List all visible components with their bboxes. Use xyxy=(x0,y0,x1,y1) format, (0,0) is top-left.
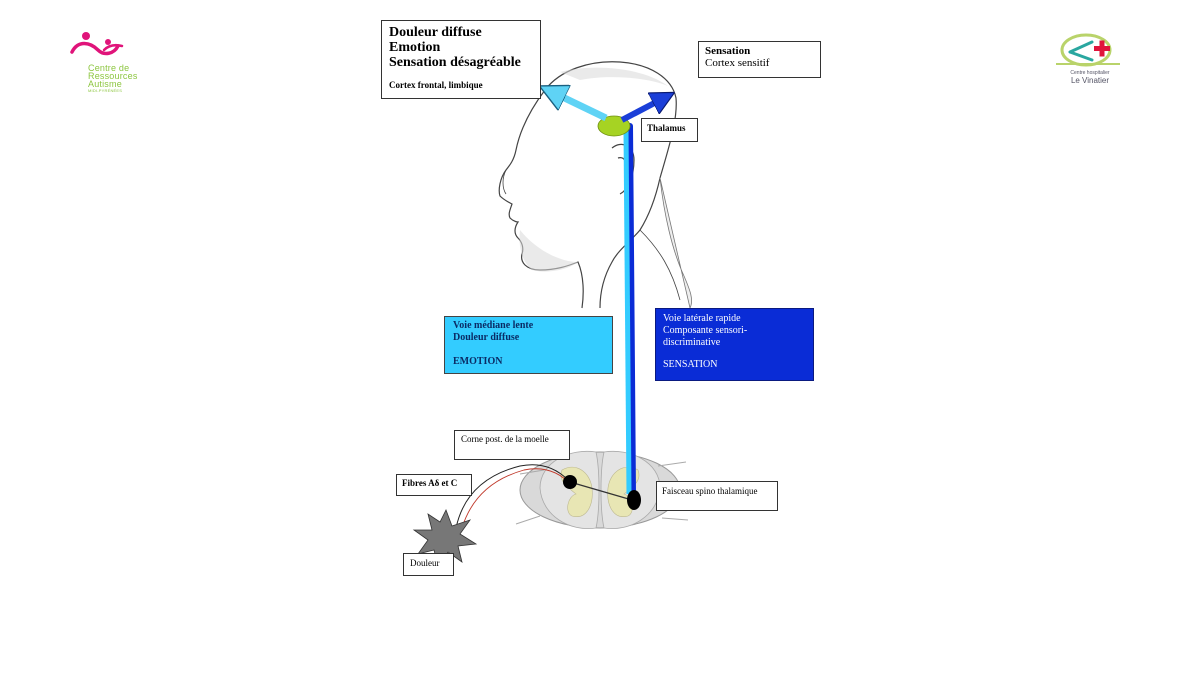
afferent-fiber-black xyxy=(455,464,569,529)
lateral-line1: Voie latérale rapide xyxy=(663,313,741,324)
label-thalamus: Thalamus xyxy=(641,118,698,142)
medial-line3: EMOTION xyxy=(453,356,503,367)
label-medial-pathway: Voie médiane lente Douleur diffuse EMOTI… xyxy=(444,316,613,374)
logo-vinatier: Centre hospitalier Le Vinatier xyxy=(1052,30,1132,90)
douleur-text: Douleur xyxy=(410,558,440,568)
thalamus-shape xyxy=(597,115,631,137)
logo-cra-line3: Autisme xyxy=(88,79,122,89)
spinothalamic-neuron xyxy=(627,490,641,510)
arrow-to-frontal-cortex xyxy=(552,92,608,122)
frontal-line2: Emotion xyxy=(389,40,441,55)
label-spinothalamic-tract: Faisceau spino thalamique xyxy=(656,481,778,511)
label-dorsal-horn: Corne post. de la moelle xyxy=(454,430,570,460)
afferent-fiber-red xyxy=(461,468,573,529)
lateral-tract-dark xyxy=(627,123,636,497)
label-fibers: Fibres Aδ et C xyxy=(396,474,472,496)
frontal-sub: Cortex frontal, limbique xyxy=(389,80,483,90)
label-frontal-cortex: Douleur diffuse Emotion Sensation désagr… xyxy=(381,20,541,99)
arrow-to-sensory-cortex xyxy=(620,98,664,123)
dorsal-horn-neuron xyxy=(563,475,577,489)
crossing-fiber xyxy=(569,481,633,501)
logo-cra-line2: Ressources xyxy=(88,71,138,81)
fibres-text: Fibres Aδ et C xyxy=(402,478,458,488)
medial-line1: Voie médiane lente xyxy=(453,320,534,331)
lateral-line4: SENSATION xyxy=(663,359,718,370)
label-lateral-pathway: Voie latérale rapide Composante sensori-… xyxy=(655,308,814,381)
medial-tract-light xyxy=(623,129,632,495)
frontal-line1: Douleur diffuse xyxy=(389,25,482,40)
logo-vinatier-line2: Le Vinatier xyxy=(1070,76,1110,85)
corne-text: Corne post. de la moelle xyxy=(461,434,549,444)
vinatier-cross-icon xyxy=(1056,33,1120,67)
sensation-line1: Sensation xyxy=(705,45,751,57)
medial-line2: Douleur diffuse xyxy=(453,332,520,343)
logo-cra-line1: Centre de xyxy=(88,63,130,73)
head-shading xyxy=(519,67,668,272)
lateral-line3: discriminative xyxy=(663,337,721,348)
logo-cra-subtitle: MIDI-PYRÉNÉES xyxy=(88,88,123,93)
thalamus-text: Thalamus xyxy=(647,123,686,133)
cra-figures-icon xyxy=(70,32,124,56)
logo-vinatier-line1: Centre hospitalier xyxy=(1070,70,1110,76)
faisceau-text: Faisceau spino thalamique xyxy=(662,486,758,496)
frontal-line3: Sensation désagréable xyxy=(389,55,521,70)
sensation-line2: Cortex sensitif xyxy=(705,57,770,69)
logo-cra: Centre de Ressources Autisme MIDI-PYRÉNÉ… xyxy=(62,30,172,102)
label-sensory-cortex: Sensation Cortex sensitif xyxy=(698,41,821,78)
label-pain: Douleur xyxy=(403,553,454,576)
lateral-line2: Composante sensori- xyxy=(663,325,748,336)
